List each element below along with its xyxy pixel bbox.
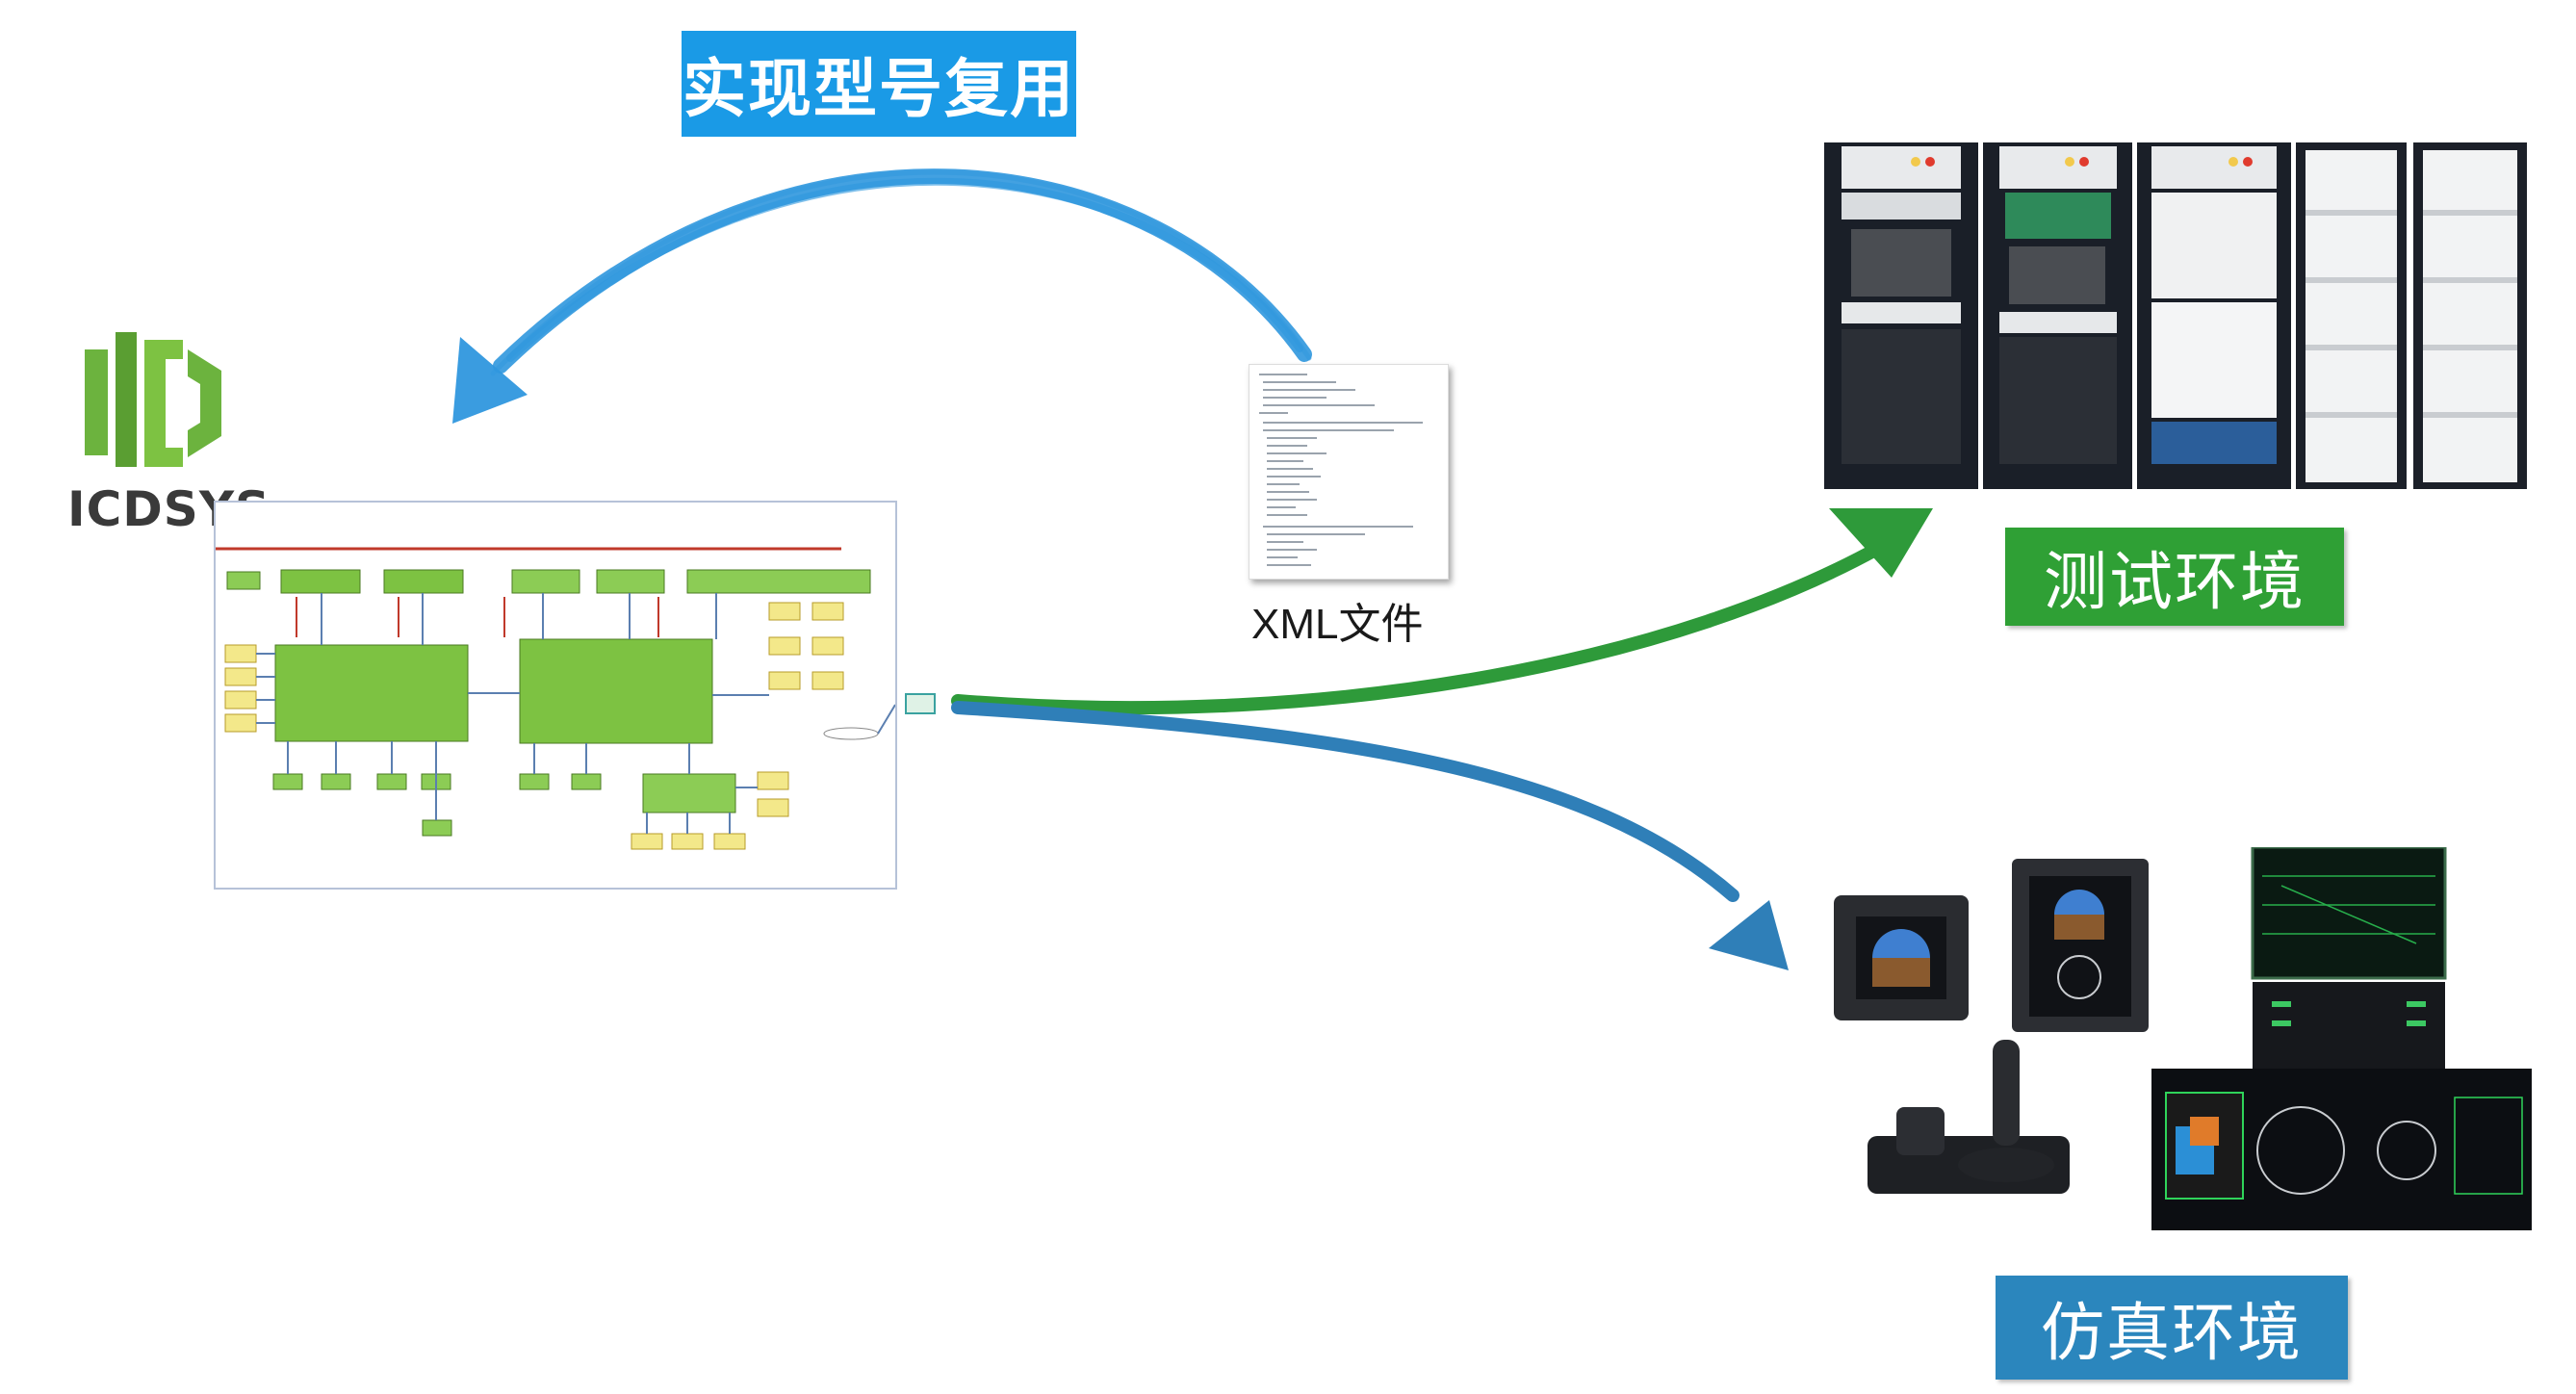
- cockpit-simulator-image: [1834, 847, 2532, 1230]
- test-environment-label: 测试环境: [2005, 528, 2344, 626]
- test-arrowhead: [1829, 508, 1933, 578]
- diagram-output-box: [905, 693, 936, 714]
- reuse-label: 实现型号复用: [682, 31, 1076, 137]
- reuse-arrowhead: [452, 337, 528, 424]
- xml-document-icon: [1249, 364, 1449, 580]
- test-rack-image: [1824, 142, 2527, 489]
- reuse-arrow: [490, 168, 1312, 376]
- test-arrow: [951, 542, 1884, 715]
- icd-block-diagram: [214, 501, 897, 890]
- sim-arrowhead: [1709, 900, 1789, 970]
- xml-file-caption: XML文件: [1251, 601, 1424, 648]
- sim-arrow: [951, 701, 1739, 902]
- icd-logo-icon: [85, 332, 221, 467]
- simulation-environment-label: 仿真环境: [1996, 1276, 2348, 1380]
